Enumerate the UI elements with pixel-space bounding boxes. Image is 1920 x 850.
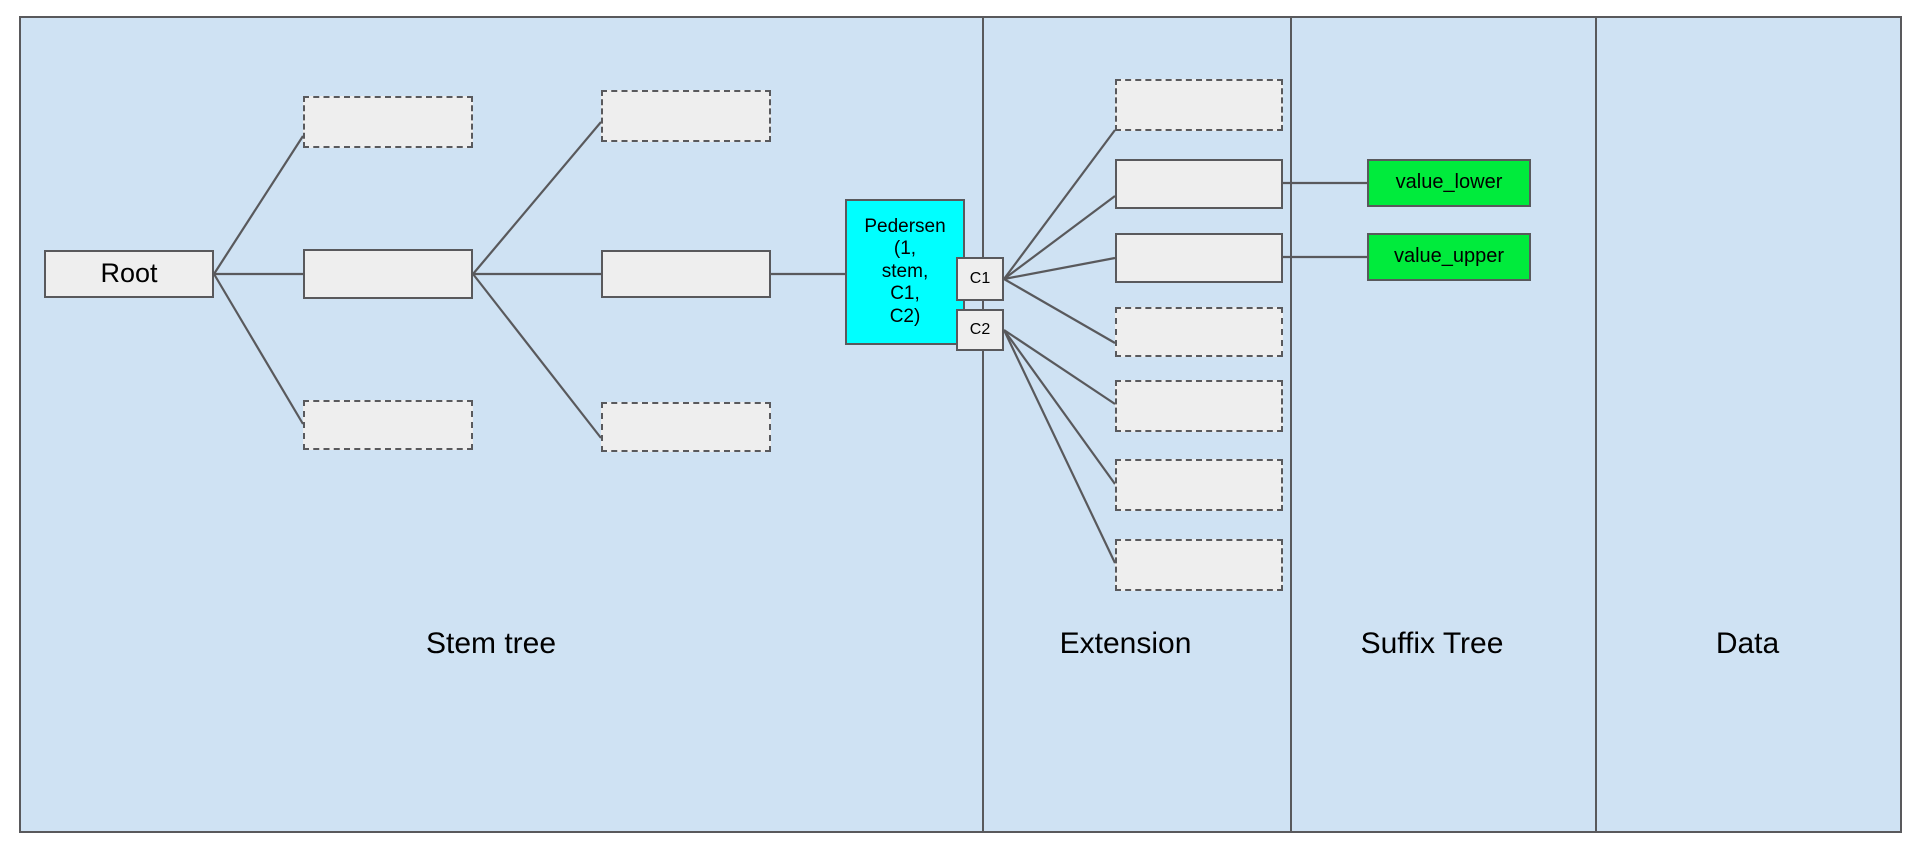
pedersen-line-4: C1, [890, 283, 920, 305]
panel-divider-suffix-data [1595, 18, 1597, 831]
section-label-suffix-tree: Suffix Tree [1360, 627, 1504, 660]
suffix-node-c2-1[interactable] [1115, 307, 1283, 357]
pedersen-line-2: (1, [893, 238, 917, 260]
stem-level1-node-2[interactable] [303, 249, 473, 299]
data-node-value-lower[interactable]: value_lower [1367, 159, 1531, 207]
stem-level2-node-1[interactable] [601, 90, 771, 142]
stem-level1-node-1[interactable] [303, 96, 473, 148]
stem-root-node[interactable]: Root [44, 250, 214, 298]
stem-level1-node-3[interactable] [303, 400, 473, 450]
commitment-node-c1[interactable]: C1 [956, 257, 1004, 301]
commitment-label-c2: C2 [969, 320, 991, 338]
suffix-node-c1-2[interactable] [1115, 159, 1283, 209]
panel-divider-stem-extension [982, 18, 984, 831]
suffix-node-c2-4[interactable] [1115, 539, 1283, 591]
commitment-label-c1: C1 [969, 269, 991, 287]
data-label-value-upper: value_upper [1393, 245, 1505, 268]
suffix-node-c2-2[interactable] [1115, 380, 1283, 432]
stem-level2-node-3[interactable] [601, 402, 771, 452]
pedersen-line-5: C2) [889, 305, 921, 327]
data-node-value-upper[interactable]: value_upper [1367, 233, 1531, 281]
commitment-node-c2[interactable]: C2 [956, 309, 1004, 351]
suffix-node-c1-3[interactable] [1115, 233, 1283, 283]
data-label-value-lower: value_lower [1395, 171, 1503, 194]
section-label-extension: Extension [1059, 627, 1192, 660]
stem-root-label: Root [100, 258, 158, 289]
diagram-frame [19, 16, 1902, 833]
suffix-node-c2-3[interactable] [1115, 459, 1283, 511]
pedersen-commitment-node[interactable]: Pedersen (1, stem, C1, C2) [845, 199, 965, 345]
section-label-stem-tree: Stem tree [425, 627, 557, 660]
pedersen-line-3: stem, [881, 260, 929, 282]
suffix-node-c1-1[interactable] [1115, 79, 1283, 131]
section-label-data: Data [1715, 627, 1780, 660]
panel-divider-extension-suffix [1290, 18, 1292, 831]
pedersen-line-1: Pedersen [864, 215, 946, 237]
stem-level2-node-2[interactable] [601, 250, 771, 298]
